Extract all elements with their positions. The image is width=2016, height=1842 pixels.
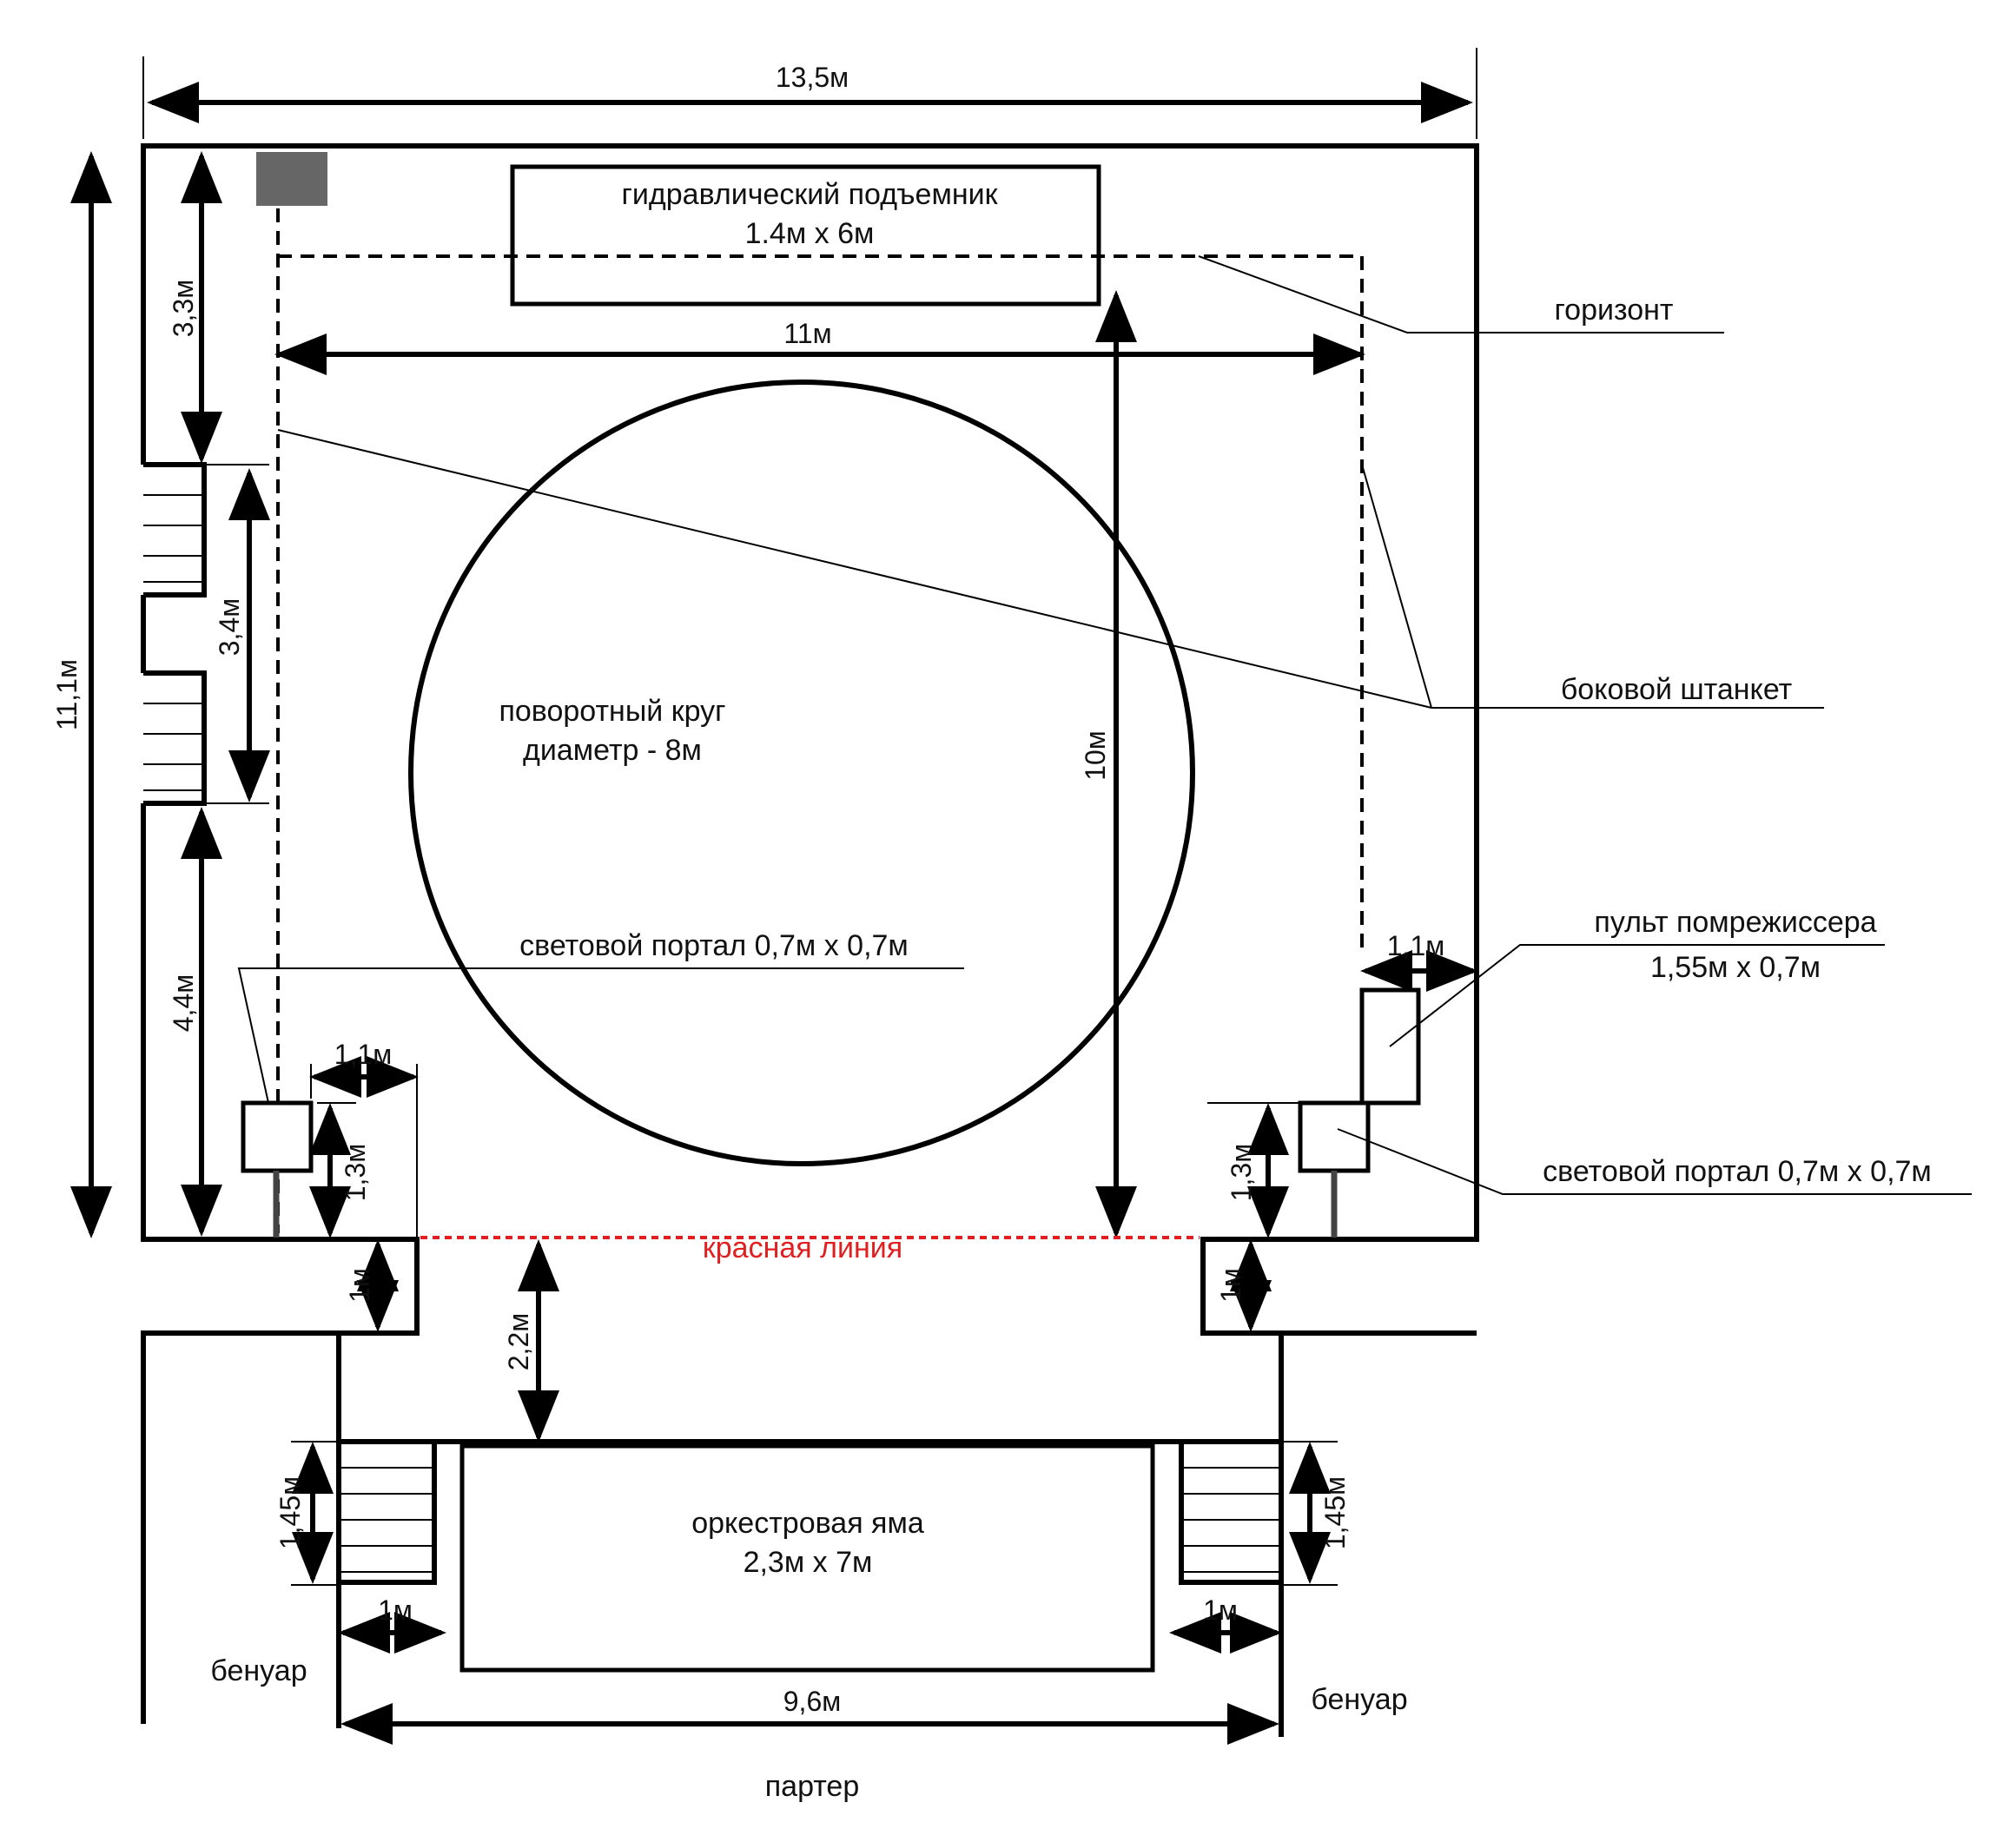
dim-2-2-label: 2,2м — [503, 1313, 534, 1370]
pit-frame — [339, 1439, 1281, 1585]
pit-stairs-right — [1184, 1467, 1279, 1573]
benoir-right-label: бенуар — [1311, 1683, 1407, 1716]
pit-title: оркестровая яма — [691, 1507, 924, 1540]
lift-title: гидравлический подъемник — [622, 178, 999, 211]
pit-stairs-left — [341, 1467, 432, 1573]
depth-10-label: 10м — [1080, 730, 1111, 781]
benoir-left-label: бенуар — [210, 1654, 307, 1687]
stage-width-label: 13,5м — [776, 62, 849, 93]
stage-width-dimension — [142, 48, 1477, 139]
dim-1-1-right-label: 1,1м — [1387, 930, 1444, 961]
side-batten-label: боковой штанкет — [1561, 673, 1792, 706]
light-portal-right-label: световой портал 0,7м x 0,7м — [1543, 1155, 1932, 1188]
side-batten-leaders — [277, 429, 1824, 709]
horizon-outline — [276, 208, 1364, 1233]
portal-block — [256, 152, 327, 206]
dim-1-3-left-label: 1,3м — [340, 1144, 371, 1201]
stage-depth-label: 11,1м — [51, 659, 83, 730]
lift-size: 1.4м x 6м — [745, 217, 875, 250]
dim-1-1-left-label: 1,1м — [334, 1039, 392, 1070]
dim-4-4-label: 4,4м — [168, 974, 199, 1032]
horizon-leader — [1198, 255, 1724, 333]
dim-1-45-right-label: 1,45м — [1319, 1476, 1351, 1549]
side-stairs-lower — [143, 703, 204, 791]
pit-size: 2,3м x 7м — [744, 1546, 873, 1579]
dim-1-left-label: 1м — [344, 1268, 375, 1303]
light-portal-left-label: световой портал 0,7м x 0,7м — [519, 929, 909, 962]
light-portal-left — [241, 1100, 314, 1173]
dim-1-stairs-right-label: 1м — [1203, 1594, 1238, 1626]
light-portal-left-leader — [237, 967, 964, 1147]
console-title: пульт помрежиссера — [1594, 906, 1876, 939]
hydraulic-lift — [510, 164, 1101, 307]
console-leader — [1389, 944, 1885, 1047]
pit-width-label: 9,6м — [783, 1686, 841, 1717]
orchestra-pit — [459, 1443, 1155, 1673]
horizon-label: горизонт — [1555, 294, 1674, 327]
parterre-label: партер — [765, 1770, 860, 1803]
dim-1-right-label: 1м — [1215, 1268, 1246, 1303]
dim-1-stairs-left-label: 1м — [378, 1594, 413, 1626]
stage-walls — [141, 143, 1479, 1737]
turntable-title: поворотный круг — [499, 695, 725, 728]
dim-1-3-right-label: 1,3м — [1226, 1144, 1257, 1201]
light-portal-right-leader — [1337, 1128, 1972, 1195]
horizon-width-label: 11м — [783, 318, 831, 349]
turntable-circle — [408, 380, 1195, 1166]
dim-3-4-label: 3,4м — [214, 598, 245, 656]
console-size: 1,55м x 0,7м — [1650, 951, 1821, 984]
dim-3-3-label: 3,3м — [168, 280, 199, 337]
red-line-label: красная линия — [703, 1231, 902, 1264]
side-stairs-upper — [143, 494, 204, 583]
turntable-diameter: диаметр - 8м — [523, 734, 702, 767]
dim-1-45-left-label: 1,45м — [274, 1476, 306, 1549]
